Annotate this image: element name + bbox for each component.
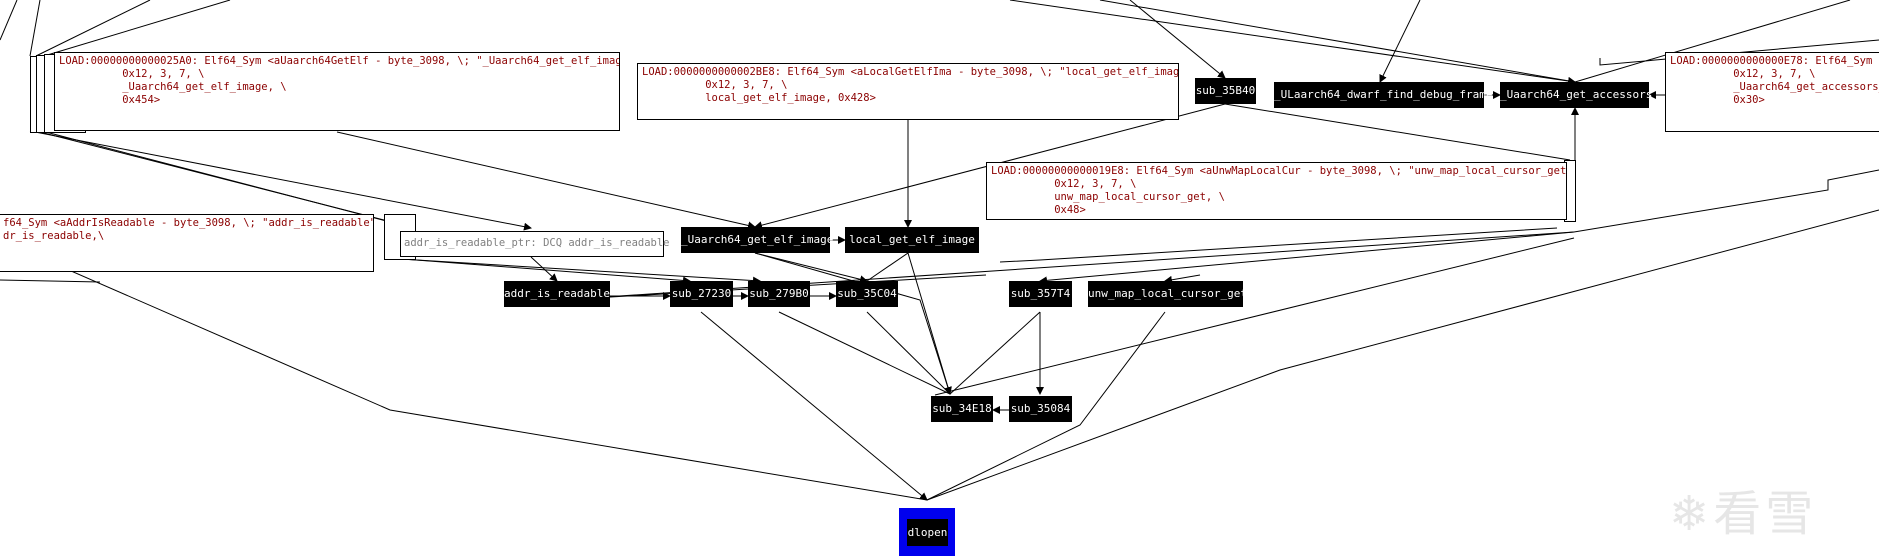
node-sub-34e18[interactable]: sub_34E18	[931, 396, 993, 422]
node-dlopen-highlight[interactable]: dlopen	[899, 508, 955, 556]
watermark-logo: ❄看雪	[1669, 486, 1818, 542]
comment-box-get-elf-image: LOAD:00000000000025A0: Elf64_Sym <aUaarc…	[54, 52, 620, 131]
node-unw-map-local-cursor-get[interactable]: unw_map_local_cursor_get	[1088, 281, 1247, 307]
comment-box-unw-map-local-cursor-get: LOAD:00000000000019E8: Elf64_Sym <aUnwMa…	[986, 162, 1567, 220]
node-sub-279b0[interactable]: sub_279B0	[748, 281, 810, 307]
watermark-text: 看雪	[1713, 486, 1818, 542]
node-local-get-elf-image[interactable]: local_get_elf_image	[845, 227, 979, 253]
node-get-accessors[interactable]: _Uaarch64_get_accessors	[1500, 82, 1652, 108]
comment-box-local-get-elf-image: LOAD:0000000000002BE8: Elf64_Sym <aLocal…	[637, 63, 1179, 120]
node-dlopen[interactable]: dlopen	[907, 519, 948, 546]
node-sub-35c04[interactable]: sub_35C04	[836, 281, 898, 307]
node-sub-357t4[interactable]: sub_357T4	[1009, 281, 1072, 307]
node-sub-35084[interactable]: sub_35084	[1009, 396, 1072, 422]
addr-is-readable-ptr-box: addr_is_readable_ptr: DCQ addr_is_readab…	[400, 231, 670, 257]
node-get-elf-image[interactable]: _Uaarch64_get_elf_image	[681, 227, 833, 253]
node-sub-35b40[interactable]: sub_35B40	[1195, 78, 1256, 104]
comment-box-addr-is-readable: f64_Sym <aAddrIsReadable - byte_3098, \;…	[0, 214, 374, 272]
node-addr-is-readable[interactable]: addr_is_readable	[504, 281, 610, 307]
comment-box-get-accessors: LOAD:0000000000000E78: Elf64_Sym <a 0x12…	[1665, 52, 1879, 132]
node-dwarf-find-debug-frame[interactable]: _ULaarch64_dwarf_find_debug_frame	[1274, 82, 1493, 108]
node-sub-27230[interactable]: sub_27230	[670, 281, 733, 307]
